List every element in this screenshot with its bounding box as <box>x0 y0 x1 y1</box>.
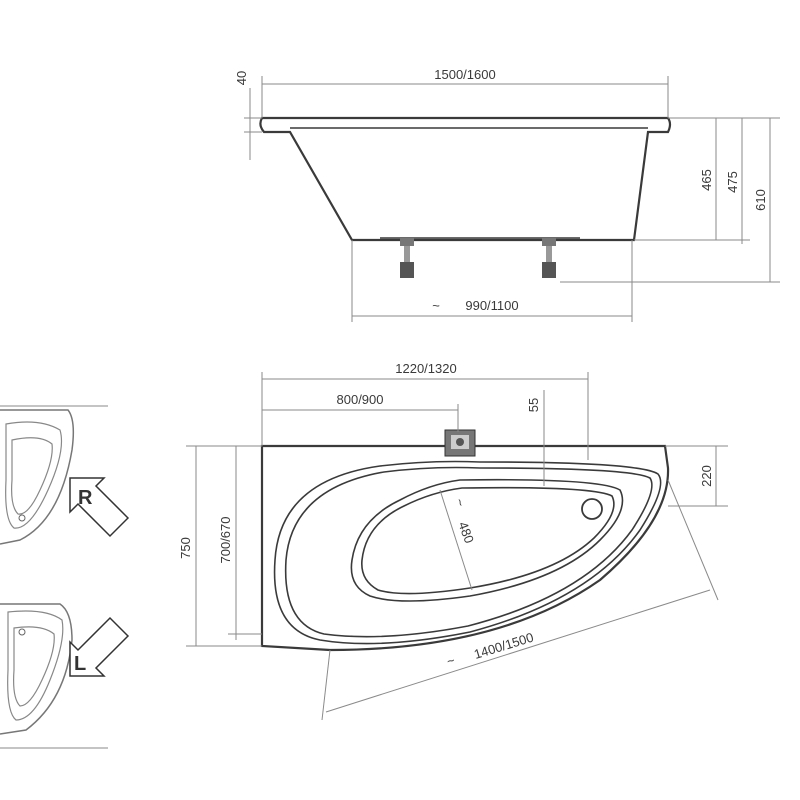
tub-shell-outline <box>273 460 662 645</box>
dim-top-length: 1500/1600 <box>434 67 495 82</box>
dim-approx-bottom: ~ <box>432 298 440 313</box>
dim-rim-height: 40 <box>234 71 249 85</box>
dim-width-700-670: 700/670 <box>218 517 233 564</box>
dim-bottom-length: 990/1100 <box>465 298 518 313</box>
dim-width-750: 750 <box>178 537 193 559</box>
side-elevation-view: 1500/1600 40 465 475 610 ~ 990/1100 <box>234 67 780 322</box>
left-variant-label: L <box>74 653 86 675</box>
tub-leg-right <box>542 238 556 278</box>
dim-diagonal-length: 1400/1500 <box>472 630 535 662</box>
drain-circle <box>581 498 603 520</box>
tub-leg-left <box>400 238 414 278</box>
plan-view: 1220/1320 800/900 55 220 750 700/670 ~ 4… <box>178 361 728 721</box>
dim-height-475: 475 <box>725 171 740 193</box>
tub-inner-basin <box>350 478 624 602</box>
dim-offset-55: 55 <box>526 398 541 412</box>
right-variant-label: R <box>78 487 93 509</box>
left-variant-tub-icon <box>0 603 73 735</box>
dim-inner-width: 480 <box>455 520 477 546</box>
dim-height-610: 610 <box>753 189 768 211</box>
overflow-fitting <box>444 429 476 457</box>
right-variant-arrow-icon: R <box>69 477 130 538</box>
tub-side-body <box>259 116 672 242</box>
dim-overflow-position: 800/900 <box>337 392 384 407</box>
dim-plan-length: 1220/1320 <box>395 361 456 376</box>
tub-shell-outline-2 <box>284 466 653 638</box>
left-variant-arrow-icon: L <box>69 616 130 677</box>
variant-thumbnails: R L <box>0 405 130 749</box>
tub-inner-basin-2 <box>361 486 615 595</box>
dim-height-465: 465 <box>699 169 714 191</box>
dim-offset-220: 220 <box>699 465 714 487</box>
dim-approx-diagonal: ~ <box>445 652 457 669</box>
tub-plan-outline <box>260 444 670 652</box>
right-variant-tub-icon <box>0 409 75 545</box>
